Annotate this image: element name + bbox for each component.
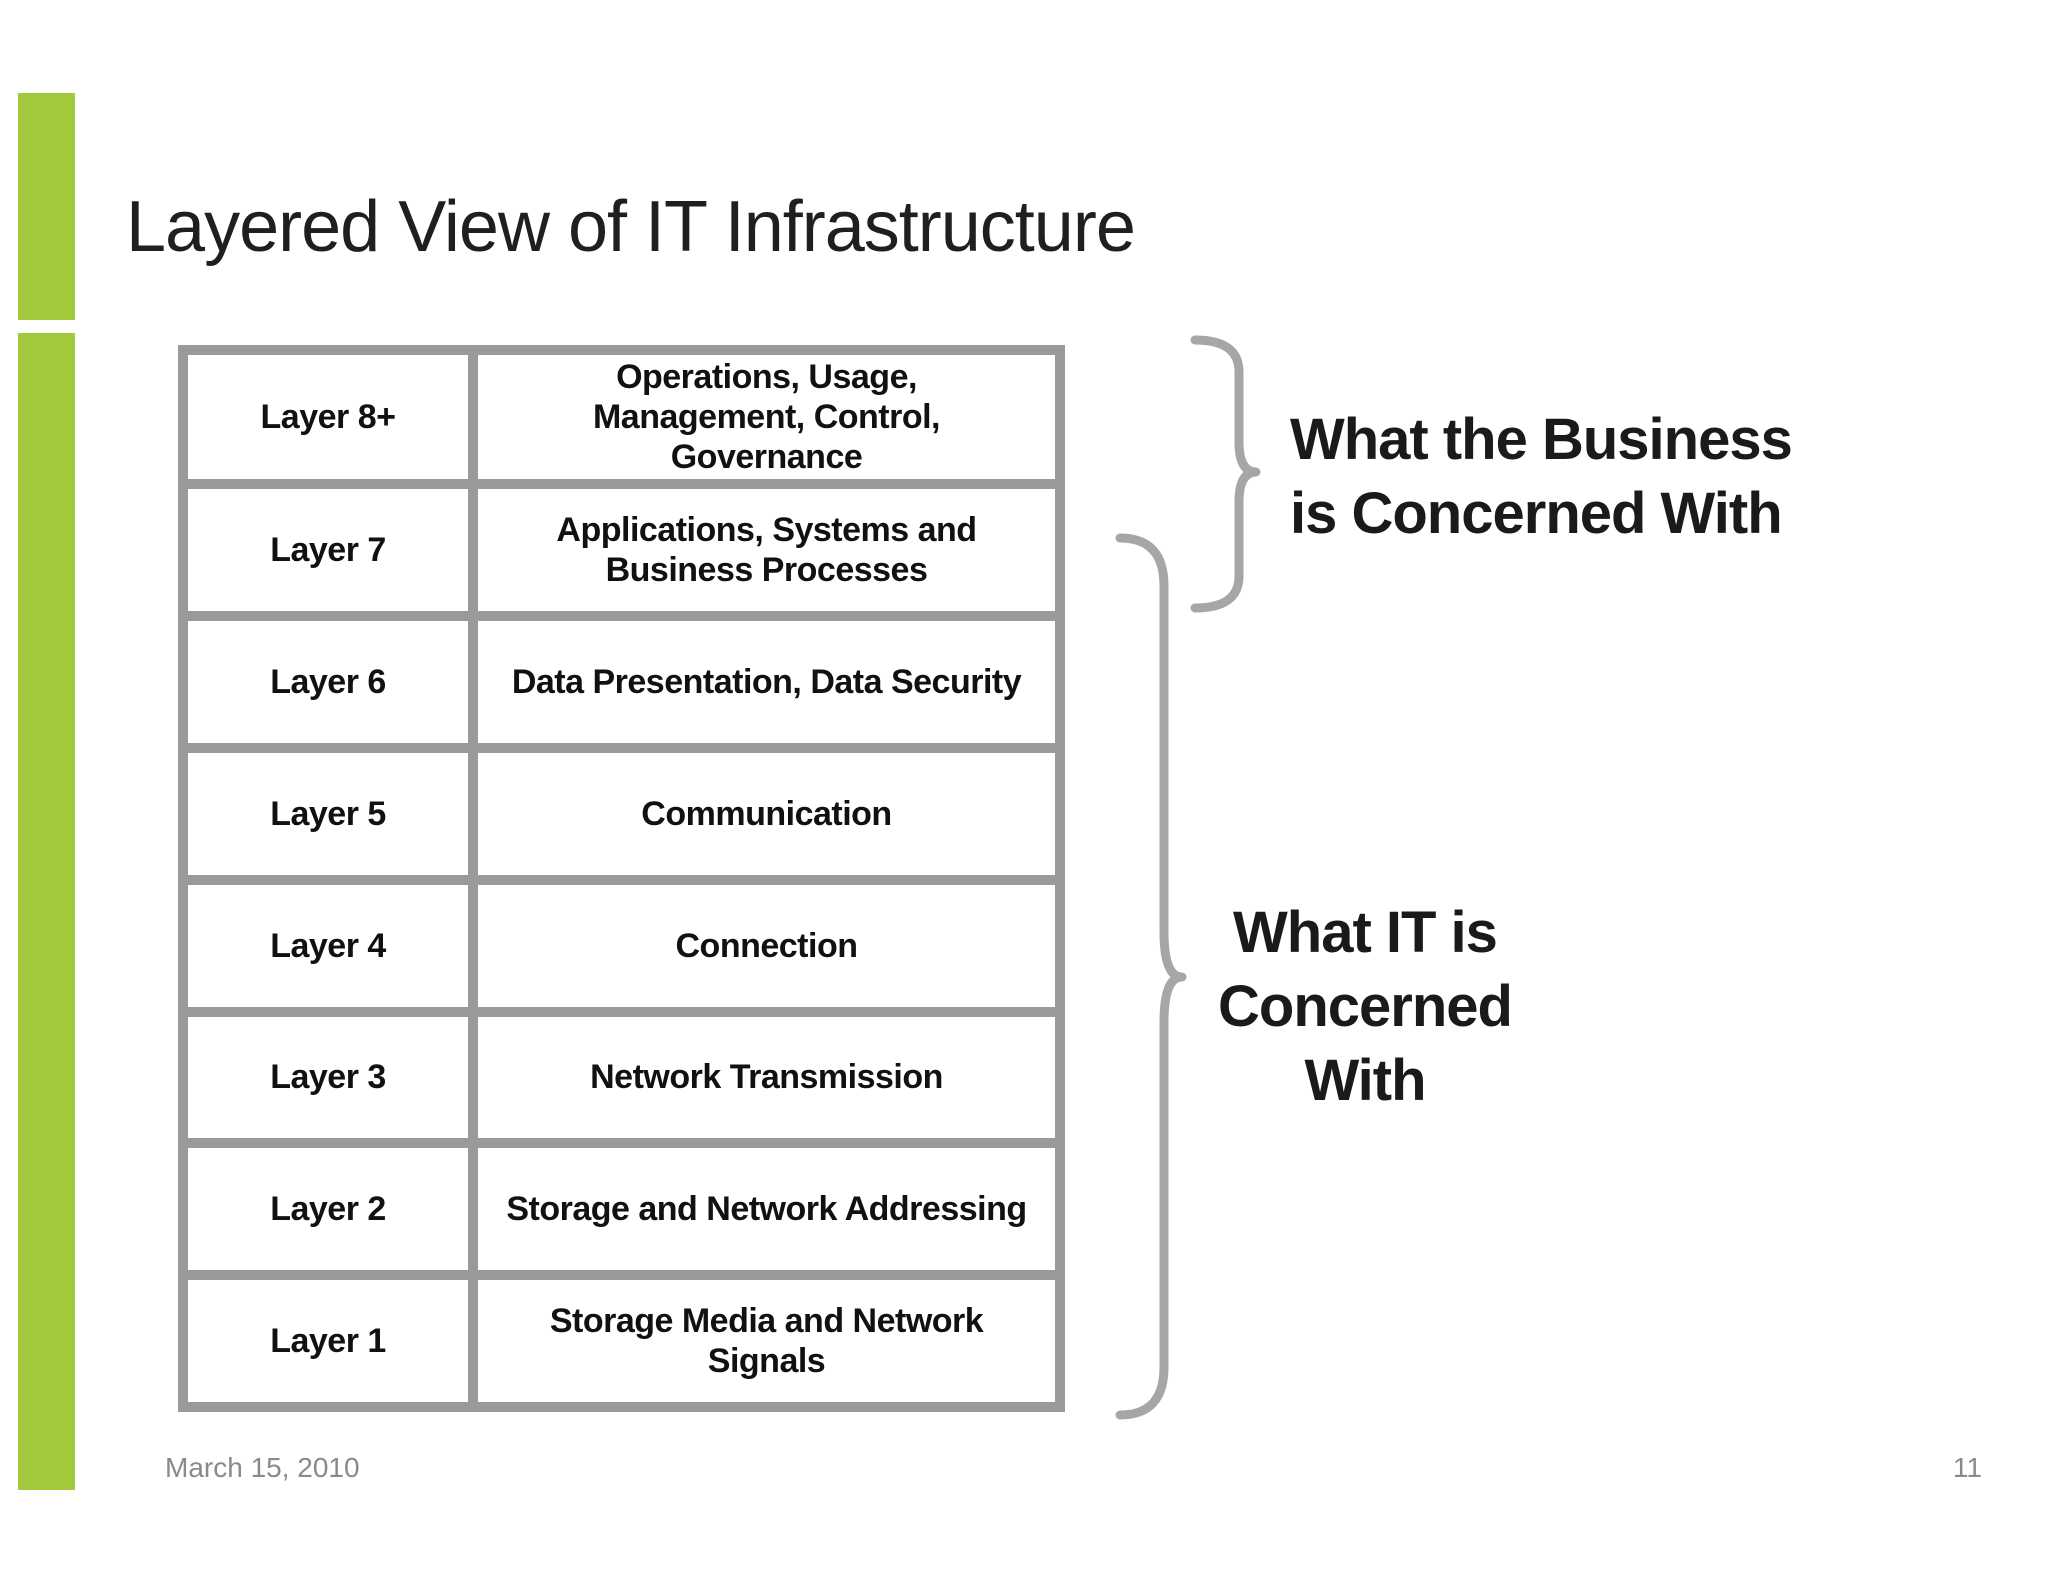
it-brace-icon: [1115, 533, 1187, 1420]
description-cell: Data Presentation, Data Security: [478, 621, 1055, 743]
footer-date: March 15, 2010: [165, 1452, 360, 1483]
description-label: Data Presentation, Data Security: [511, 662, 1022, 701]
description-label: Storage and Network Addressing: [506, 1190, 1027, 1229]
layer-cell: Layer 2: [188, 1148, 468, 1271]
layer-table: Layer 8+ Operations, Usage, Management, …: [178, 345, 1065, 1412]
layer-cell: Layer 3: [188, 1016, 468, 1139]
green-accent-bar-top: [18, 93, 75, 320]
layer-label: Layer 5: [270, 794, 386, 833]
page-title: Layered View of IT Infrastructure: [126, 187, 1136, 267]
layer-cell: Layer 7: [188, 489, 468, 612]
description-label: Operations, Usage, Management, Control, …: [592, 358, 941, 477]
layer-cell: Layer 6: [188, 621, 468, 743]
layer-label: Layer 4: [270, 926, 386, 965]
it-concern-label: What IT is Concerned With: [1150, 896, 1580, 1119]
layer-label: Layer 8+: [260, 398, 396, 437]
business-concern-line2: is Concerned With: [1290, 481, 1783, 547]
description-cell: Network Transmission: [478, 1016, 1055, 1139]
layer-cell: Layer 4: [188, 884, 468, 1007]
description-cell: Operations, Usage, Management, Control, …: [478, 355, 1055, 480]
layer-label: Layer 6: [270, 662, 386, 701]
description-cell: Storage and Network Addressing: [478, 1148, 1055, 1271]
layer-cell: Layer 8+: [188, 355, 468, 480]
green-accent-bar-bottom: [18, 333, 75, 1490]
description-cell: Storage Media and Network Signals: [478, 1280, 1055, 1402]
layer-label: Layer 3: [270, 1058, 386, 1097]
description-cell: Connection: [478, 884, 1055, 1007]
business-concern-label: What the Business is Concerned With: [1290, 403, 1793, 551]
layer-cell: Layer 1: [188, 1280, 468, 1402]
description-label: Storage Media and Network Signals: [549, 1301, 984, 1381]
it-concern-line2: Concerned With: [1218, 974, 1513, 1114]
layer-label: Layer 2: [270, 1190, 386, 1229]
layer-label: Layer 1: [270, 1322, 386, 1361]
description-label: Applications, Systems and Business Proce…: [556, 511, 977, 590]
description-cell: Communication: [478, 752, 1055, 875]
description-label: Communication: [641, 794, 892, 833]
layer-label: Layer 7: [270, 531, 386, 570]
description-cell: Applications, Systems and Business Proce…: [478, 489, 1055, 612]
it-concern-line1: What IT is: [1233, 900, 1498, 965]
description-label: Connection: [675, 926, 858, 965]
business-brace-icon: [1190, 335, 1261, 613]
description-label: Network Transmission: [590, 1058, 943, 1097]
footer-page-number: 11: [1952, 1452, 1982, 1483]
business-concern-line1: What the Business: [1290, 407, 1793, 472]
layer-cell: Layer 5: [188, 752, 468, 875]
brace-graphics: [1115, 335, 1261, 1420]
